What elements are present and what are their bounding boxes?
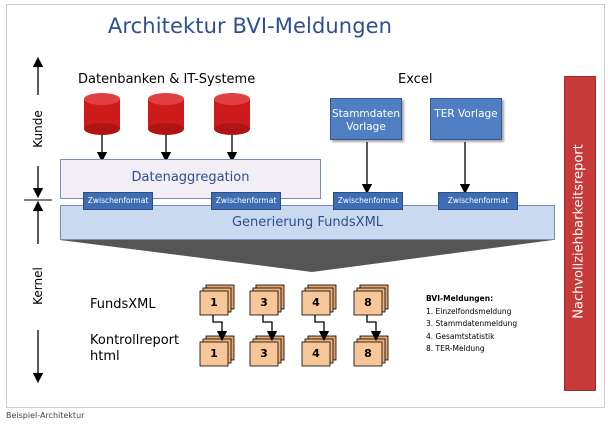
database-cylinder [148,93,184,135]
databases-header: Datenbanken & IT-Systeme [78,72,256,87]
document-number: 4 [312,296,320,309]
document-number: 3 [260,347,268,360]
flow-arrow [212,315,228,342]
kontrollreport-documents [199,335,389,367]
database-cylinder [84,93,120,135]
flow-arrow [262,315,278,342]
legend-item: 1. Einzelfondsmeldung [426,306,512,316]
caption: Beispiel-Architektur [6,411,85,420]
fundsxml-documents [199,284,389,316]
kunde-label: Kunde [31,110,45,148]
zwischenformat-tag: Zwischenformat [438,192,518,210]
output-funnel [60,240,553,272]
aggregation-label: Datenaggregation [131,170,250,185]
database-cylinder [214,93,250,135]
fundsxml-label: FundsXML [90,297,156,312]
document-number: 4 [312,347,320,360]
excel-header: Excel [398,72,433,87]
generation-box: Generierung FundsXML [60,205,555,240]
document-number: 8 [364,296,372,309]
kontrollreport-label: Kontrollreport html [90,333,180,364]
ter-template: TER Vorlage [430,98,502,140]
generation-label: Generierung FundsXML [231,215,384,230]
flow-arrow [366,315,382,342]
zwischenformat-tag: Zwischenformat [83,192,153,210]
legend-item: 8. TER-Meldung [426,344,485,353]
stammdaten-template: Stammdaten Vorlage [330,98,402,140]
bvi-legend: BVI-Meldungen: 1. Einzelfondsmeldung 3. … [426,293,517,356]
kernel-label: Kernel [31,267,45,305]
flow-arrow [314,315,330,342]
legend-item: 4. Gesamtstatistik [426,331,495,341]
zwischenformat-tag: Zwischenformat [211,192,281,210]
document-number: 1 [210,347,218,360]
document-number: 1 [210,296,218,309]
report-bar [564,76,596,391]
document-number: 8 [364,347,372,360]
legend-item: 3. Stammdatenmeldung [426,319,518,328]
document-number: 3 [260,296,268,309]
zwischenformat-tag: Zwischenformat [333,192,403,210]
diagram-title: Architektur BVI-Meldungen [107,14,393,38]
report-bar-label: Nachvollziehbarkeitsreport [571,144,587,319]
legend-title: BVI-Meldungen: [426,294,494,303]
